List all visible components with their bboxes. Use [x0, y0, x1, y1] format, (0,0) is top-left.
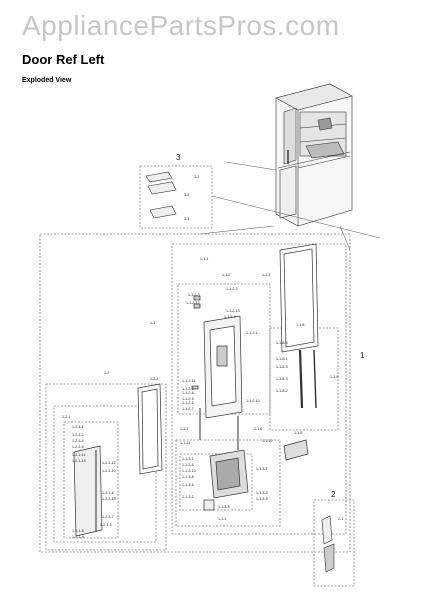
part-label: 1-2-1-3 — [100, 523, 112, 527]
part-label: 1-1-3-1 — [182, 457, 194, 461]
page-title: Door Ref Left — [22, 52, 105, 67]
part-label: 1-2-1-6 — [102, 491, 114, 495]
part-label: 1-1-5 — [294, 431, 302, 435]
part-label: 1-1-3-7 — [256, 467, 268, 471]
subgroup-1-1-label: 1-1 — [150, 321, 155, 325]
refrigerator-illustration — [275, 83, 353, 227]
part-label: 1-1-2-10 — [246, 399, 260, 403]
part-label: 1-1-2-5 — [182, 397, 194, 401]
part-label: 1-2-1-4 — [72, 439, 84, 443]
subgroup-1-2-1-label: 1-2-1 — [62, 415, 70, 419]
part-label: 1-1-8 — [296, 323, 304, 327]
part-label: 1-1-6 — [254, 427, 262, 431]
view-subtitle: Exploded View — [22, 77, 72, 84]
part-label: 1-1-3-4 — [182, 463, 194, 467]
part-label: 1-1-8-5 — [276, 365, 288, 369]
part-label: 1-1-2-13 — [226, 309, 240, 313]
part-label: 1-1-2-12 — [186, 301, 200, 305]
part-label: 1-1-2-4 — [224, 315, 236, 319]
part-label: 1-1-3-5 — [218, 505, 230, 509]
group-2-label: 2 — [331, 490, 336, 499]
part-label: 1-1-8-2 — [276, 389, 288, 393]
part-label: 1-2-1-10 — [102, 469, 116, 473]
part-label: 1-2-1-7 — [102, 515, 114, 519]
group-2 — [313, 499, 355, 587]
part-label: 1-1-2-9 — [182, 387, 194, 391]
group-1-label: 1 — [360, 351, 365, 360]
part-label: 1-1-2-11 — [182, 379, 195, 383]
part-label: 2-1 — [338, 517, 343, 521]
part-label: 3-1 — [194, 175, 199, 179]
door-parts-illustration — [73, 243, 319, 537]
part-label: 1-1-7 — [180, 427, 188, 431]
part-label: 1-1-3-9 — [256, 497, 268, 501]
part-label: 1-1-3-2 — [182, 495, 194, 499]
watermark: AppliancePartsPros.com — [22, 10, 340, 41]
part-label: 1-2-1-13 — [102, 497, 116, 501]
part-label: 1-2-1-5 — [72, 445, 84, 449]
part-label: 1-1-10 — [262, 439, 272, 443]
part-label: 1-1-2-2 — [226, 287, 238, 291]
part-label: 1-1-11 — [180, 441, 190, 445]
part-label: 1-2-1-11 — [72, 453, 85, 457]
group-3-bins — [139, 161, 381, 239]
part-label: 1-2-1-1 — [72, 425, 84, 429]
part-label: 1-1-8-3 — [276, 377, 288, 381]
subgroup-1-2-label: 1-2 — [104, 371, 109, 375]
part-label: 1-1-3-8 — [182, 475, 194, 479]
part-label: 1-1-8-1 — [276, 357, 288, 361]
part-label: 1-2-1-9 — [72, 535, 84, 539]
subgroup-1-1-2-label: 1-1-2 — [222, 273, 230, 277]
part-label: 1-1-3-6 — [182, 483, 194, 487]
part-label: 1-1-4 — [262, 273, 270, 277]
part-label: 3-3 — [184, 217, 189, 221]
group-3-label: 3 — [176, 153, 181, 162]
part-label: 1-1-2-7 — [182, 407, 194, 411]
part-label: 1-1-3-10 — [182, 469, 196, 473]
part-label: 1-1-2-1 — [246, 331, 258, 335]
part-label: 1-2-1-8 — [72, 529, 84, 533]
part-label: 1-1-2-3 — [188, 293, 200, 297]
part-label: 1-1-9 — [330, 375, 338, 379]
part-label: 1-1-8-4 — [276, 341, 288, 345]
part-label: 1-2-1-2 — [72, 433, 84, 437]
group-1-assembly — [39, 233, 351, 553]
part-label: 1-1-2-8 — [182, 391, 194, 395]
part-label: 1-1-2-6 — [182, 401, 194, 405]
subgroup-1-1-3-label: 1-1-3 — [218, 517, 226, 521]
part-label: 1-2-1-14 — [72, 459, 86, 463]
part-label: 1-1-3-3 — [256, 491, 268, 495]
part-label: 1-1-1 — [200, 257, 208, 261]
part-label: 1-2-1-12 — [102, 461, 116, 465]
part-label: 3-2 — [184, 193, 189, 197]
part-label: 1-2-2 — [150, 377, 158, 381]
